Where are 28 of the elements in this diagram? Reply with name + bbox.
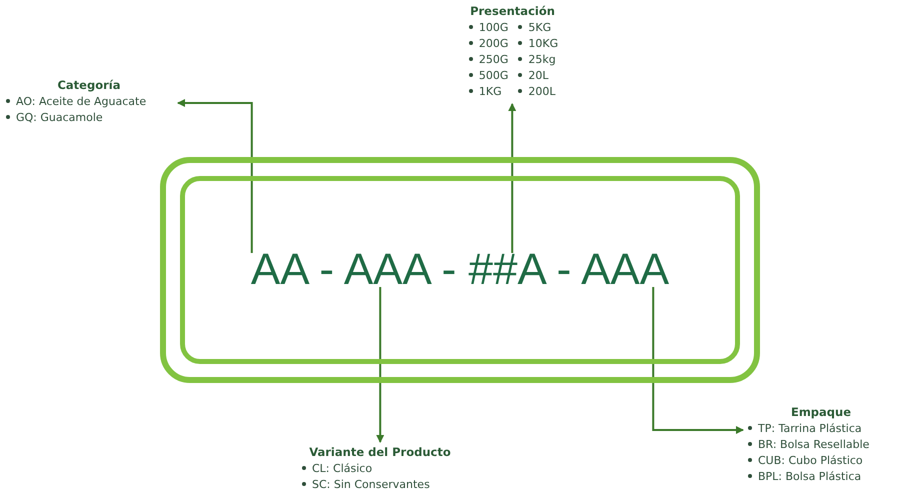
list-item: 100G — [478, 21, 508, 34]
list-item: SC: Sin Conservantes — [312, 478, 430, 491]
list-item: 250G — [478, 53, 508, 66]
list-item: 200G — [478, 37, 508, 50]
arrow — [376, 287, 384, 443]
list-item: 20L — [528, 69, 549, 82]
list-item: CUB: Cubo Plástico — [758, 454, 863, 467]
list-item: GQ: Guacamole — [16, 111, 103, 124]
list-item: AO: Aceite de Aguacate — [16, 95, 146, 108]
arrow — [508, 103, 516, 253]
list-item: BR: Bolsa Resellable — [758, 438, 870, 451]
list-item: CL: Clásico — [312, 462, 372, 475]
list-item: 10KG — [528, 37, 558, 50]
section-heading: Presentación — [469, 4, 556, 18]
list-item: TP: Tarrina Plástica — [758, 422, 862, 435]
section-heading: Categoría — [56, 78, 122, 92]
arrow — [652, 287, 744, 434]
list-item: 25kg — [528, 53, 556, 66]
list-item: 200L — [528, 85, 556, 98]
code-frame — [160, 157, 760, 383]
list-item: 1KG — [478, 85, 502, 98]
list-item: 5KG — [528, 21, 552, 34]
section-heading: Variante del Producto — [308, 445, 452, 459]
code-pattern: AA - AAA - ##A - AAA — [250, 245, 670, 295]
list-item: 500G — [478, 69, 508, 82]
list-item: BPL: Bolsa Plástica — [758, 470, 862, 483]
arrow — [177, 99, 253, 253]
section-heading: Empaque — [790, 405, 852, 419]
